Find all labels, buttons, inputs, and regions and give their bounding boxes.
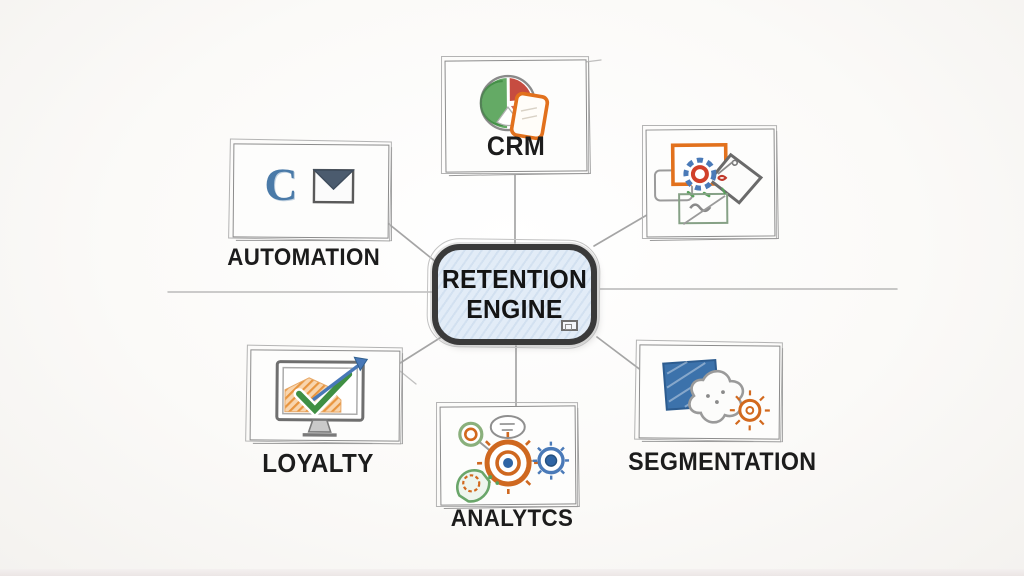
refresh-envelope-icon: C xyxy=(234,144,389,211)
analytics-node xyxy=(439,405,577,506)
sketch-overshoot-stroke xyxy=(584,59,602,63)
crm-node xyxy=(444,59,588,173)
envelope-icon xyxy=(312,168,355,204)
pie-chart-document-icon xyxy=(479,74,550,141)
gear-frame-tag-icon xyxy=(653,143,763,225)
loyalty-node xyxy=(249,349,401,442)
segmentation-node xyxy=(638,344,781,440)
segment-square-blob-sun-icon xyxy=(661,358,770,431)
segmentation-label: SEGMENTATION xyxy=(628,448,817,476)
spoke-tools xyxy=(593,211,653,247)
automation-label: AUTOMATION xyxy=(227,244,381,271)
retention-engine-title: RETENTION ENGINE xyxy=(442,265,587,323)
automation-node: C xyxy=(232,143,390,239)
page-edge-shade xyxy=(0,569,1024,576)
linked-gears-icon xyxy=(456,415,570,503)
title-line-1: RETENTION xyxy=(441,264,588,295)
spoke-segmentation xyxy=(596,336,647,375)
loyalty-label: LOYALTY xyxy=(262,448,374,478)
mini-document-icon xyxy=(561,320,578,331)
crm-label: CRM xyxy=(486,131,546,161)
refresh-c-glyph: C xyxy=(264,158,298,211)
retention-engine-node: RETENTION ENGINE xyxy=(432,244,597,345)
title-line-2: ENGINE xyxy=(466,293,563,324)
analytics-label: ANALYTCS xyxy=(450,505,574,532)
monitor-check-growth-icon xyxy=(275,356,369,437)
tools-node xyxy=(645,128,776,238)
